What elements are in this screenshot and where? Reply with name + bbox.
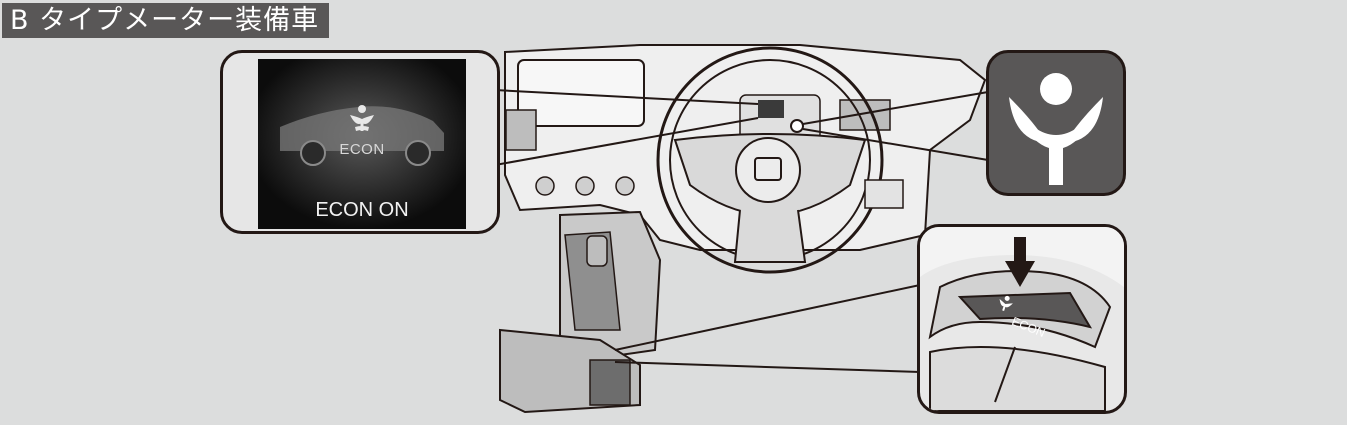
econ-on-message: ECON ON (315, 199, 409, 221)
center-display (517, 59, 645, 127)
econ-indicator-callout (986, 50, 1126, 196)
econ-sprout-icon (350, 105, 374, 131)
meter-screen: ECON ECON ON (258, 59, 466, 229)
leader-line (614, 361, 921, 373)
shift-lever (586, 235, 608, 267)
meter-highlight (758, 100, 784, 118)
leader-line (494, 89, 759, 105)
leader-line (614, 284, 921, 351)
econ-indicator-text: ECON (339, 141, 385, 158)
indicator-marker (790, 119, 804, 133)
leader-line (494, 117, 759, 166)
honda-logo (754, 157, 782, 181)
meter-display-callout: ECON ECON ON (220, 50, 500, 234)
econ-switch-button[interactable] (957, 291, 1093, 329)
econ-sprout-icon (999, 295, 1013, 312)
leader-line (802, 91, 989, 125)
arrow-down-icon (1005, 237, 1035, 287)
section-label: B タイプメーター装備車 (2, 3, 330, 38)
econ-sprout-icon (1009, 73, 1103, 185)
econ-switch-callout: ECON (917, 224, 1127, 414)
steering-wheel (656, 46, 884, 274)
leader-line (802, 128, 989, 161)
car-silhouette (258, 59, 466, 229)
